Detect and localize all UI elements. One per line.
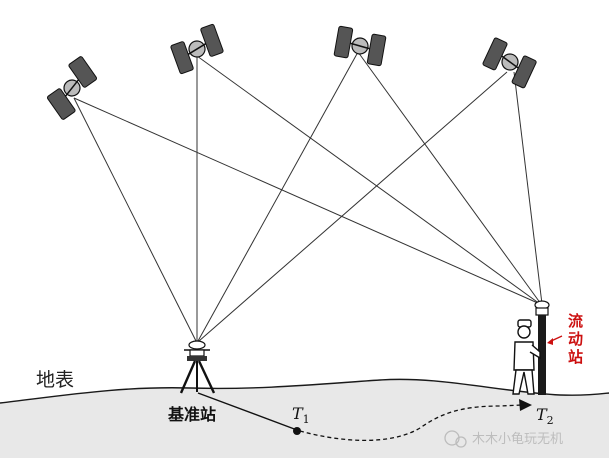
watermark: 木木小龟玩无机: [444, 430, 563, 448]
signal-line: [198, 71, 508, 342]
t1-label: T1: [292, 404, 310, 426]
baseline-line: [197, 392, 298, 431]
rover-label-arrowhead-icon: [547, 338, 553, 345]
watermark-text: 木木小龟玩无机: [472, 432, 563, 447]
trajectory-arrowhead-icon: [519, 399, 532, 411]
rover-label-char-2: 动: [568, 330, 583, 348]
rover-label-char-3: 站: [568, 348, 583, 366]
satellite-3-icon: [333, 25, 387, 67]
satellite-1-icon: [46, 56, 98, 120]
signal-line: [73, 97, 541, 305]
satellite-4-icon: [482, 37, 537, 89]
signal-line: [357, 51, 542, 305]
surveyor-person-icon: [512, 319, 541, 395]
signal-line: [197, 51, 359, 342]
base-station-tripod-icon: [179, 340, 216, 394]
signal-line: [73, 97, 197, 342]
signal-lines-rover: [73, 51, 543, 305]
rover-trajectory: [299, 404, 523, 442]
satellite-2-icon: [170, 23, 224, 75]
t2-label: T2: [536, 405, 554, 427]
signal-line: [196, 55, 541, 305]
ground-label: 地表: [36, 369, 74, 391]
rover-pole-icon: [534, 300, 550, 395]
t1-point: [293, 427, 301, 435]
base-station-label: 基准站: [167, 405, 216, 424]
signal-lines-base: [73, 51, 508, 342]
rover-label-char-1: 流: [568, 312, 583, 330]
ground-line: [0, 378, 609, 404]
signal-line: [513, 71, 543, 305]
